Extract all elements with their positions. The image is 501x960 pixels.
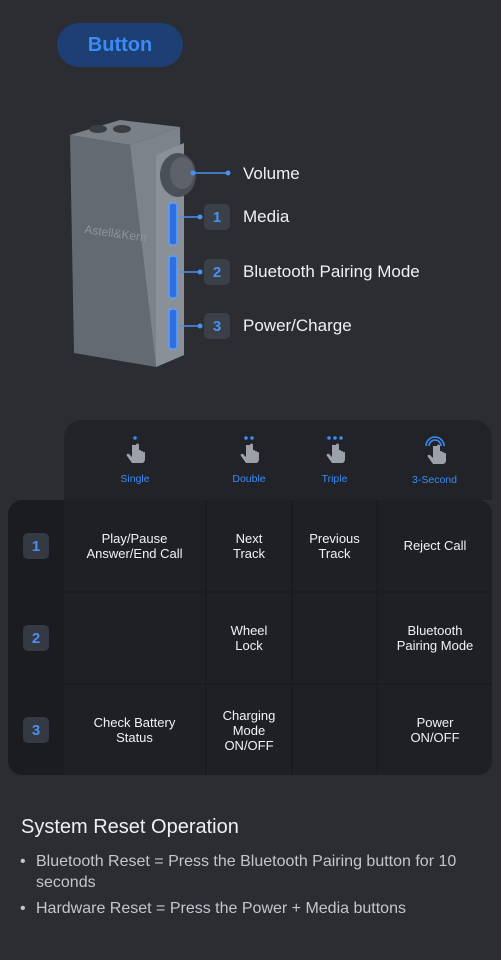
table-cell: Wheel Lock [207,593,291,683]
col-label-3-second: 3-Second [412,474,457,486]
device-illustration: Astell&Kern [70,120,196,367]
col-header-double: Double [206,420,292,500]
col-header-triple: Triple [292,420,377,500]
table-cell: Charging Mode ON/OFF [207,685,291,775]
row-num-1: 1 [23,533,49,559]
col-label-single: Single [120,473,150,485]
list-item: •Bluetooth Reset = Press the Bluetooth P… [20,853,457,891]
callout-power-label: Power/Charge [243,316,352,335]
row-num-2: 2 [23,625,49,651]
row-num-3: 3 [23,717,49,743]
reset-instructions-list: •Bluetooth Reset = Press the Bluetooth P… [20,851,480,924]
table-cell: Play/Pause Answer/End Call [64,500,205,591]
device-front-face [70,135,156,367]
media-button-glow [168,202,178,246]
list-item: •Hardware Reset = Press the Power + Medi… [20,900,406,917]
callout-volume-label: Volume [243,164,300,183]
button-function-table: Single Double Triple 3-Second 1 2 3 Play… [8,420,492,775]
tap-triple-icon [326,436,345,463]
callout-bt-label: Bluetooth Pairing Mode [243,262,420,281]
press-hold-icon [424,436,446,464]
button-section-tag: Button [57,23,183,67]
col-label-double: Double [232,473,266,485]
table-cell: Bluetooth Pairing Mode [378,593,492,683]
callout-num-1: 1 [204,204,230,230]
table-cell: Reject Call [378,500,492,591]
table-cell: Next Track [207,500,291,591]
power-button-glow [168,308,178,350]
table-cell: Previous Track [293,500,376,591]
table-cell [293,685,376,775]
table-cell: Check Battery Status [64,685,205,775]
callout-num-2: 2 [204,259,230,285]
table-cell [293,593,376,683]
bt-button-glow [168,255,178,299]
col-header-single: Single [64,420,206,500]
reset-item-text: Bluetooth Reset = Press the Bluetooth Pa… [36,853,457,891]
col-label-triple: Triple [321,473,348,485]
table-cell [64,593,205,683]
tap-single-icon [126,436,145,463]
reset-item-text: Hardware Reset = Press the Power + Media… [36,900,406,917]
tap-double-icon [240,436,259,463]
callout-media-label: Media [243,207,290,226]
reset-section-title: System Reset Operation [21,816,239,838]
callout-num-3: 3 [204,313,230,339]
col-header-3-second: 3-Second [377,420,492,500]
table-cell: Power ON/OFF [378,685,492,775]
